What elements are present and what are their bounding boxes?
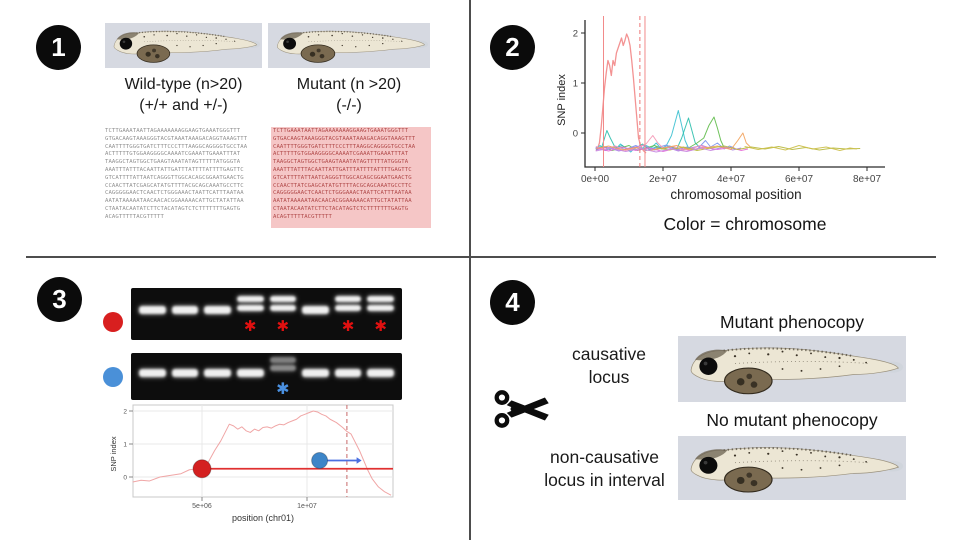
nonphenocopy-fish-image	[678, 436, 906, 500]
gel-bottom-image: ✱	[131, 353, 402, 400]
wildtype-genotype: (+/+ and +/-)	[139, 97, 228, 114]
step-4-badge: 4	[490, 280, 535, 325]
svg-text:1e+07: 1e+07	[297, 503, 317, 510]
wildtype-fish-image	[105, 23, 262, 68]
gel-top-image: ✱ ✱ ✱ ✱	[131, 288, 402, 340]
svg-text:0e+00: 0e+00	[581, 174, 610, 185]
wildtype-label: Wild-type (n>20) (+/+ and +/-)	[93, 74, 274, 116]
band-asterisk: ✱	[374, 317, 387, 335]
gel-lane	[299, 353, 332, 400]
svg-text:4e+07: 4e+07	[717, 174, 746, 185]
gel-lane: ✱	[267, 353, 300, 400]
gel-lane	[169, 288, 202, 340]
mutant-label-line1: Mutant (n >20)	[296, 76, 402, 93]
step-1-badge: 1	[36, 25, 81, 70]
svg-text:chromosomal position: chromosomal position	[670, 187, 801, 202]
mutant-label: Mutant (n >20) (-/-)	[262, 74, 436, 116]
gel-lane: ✱	[234, 288, 267, 340]
svg-text:8e+07: 8e+07	[853, 174, 882, 185]
svg-text:5e+06: 5e+06	[192, 503, 212, 510]
svg-text:0: 0	[573, 129, 578, 140]
svg-text:SNP index: SNP index	[109, 436, 118, 472]
step-2-badge: 2	[490, 25, 535, 70]
svg-text:2: 2	[573, 29, 578, 40]
band-asterisk: ✱	[276, 317, 290, 335]
band-asterisk: ✱	[276, 379, 290, 398]
gel-lane: ✱	[267, 288, 300, 340]
svg-text:0: 0	[123, 475, 127, 482]
gel-lane	[364, 353, 397, 400]
no-mutant-phenocopy-label: No mutant phenocopy	[706, 410, 878, 430]
mutant-fish-image	[268, 23, 430, 68]
svg-text:6e+07: 6e+07	[785, 174, 814, 185]
snp-index-genome-chart: 0e+00 2e+07 4e+07 6e+07 8e+07 0 1 2 chromosomal …	[556, 16, 885, 202]
svg-text:2: 2	[123, 409, 127, 416]
svg-text:1: 1	[573, 79, 578, 90]
gel-lane: ✱	[364, 288, 397, 340]
band-asterisk: ✱	[341, 317, 355, 335]
red-allele-marker	[103, 312, 123, 332]
gel-lane	[136, 288, 169, 340]
gel-lane: ✱	[332, 288, 365, 340]
band-asterisk: ✱	[243, 317, 257, 335]
svg-text:SNP index: SNP index	[556, 74, 568, 126]
color-chromosome-caption: Color = chromosome	[663, 214, 827, 234]
step-3-badge: 3	[37, 277, 82, 322]
gel-lane	[332, 353, 365, 400]
scissors-icon	[494, 390, 549, 428]
phenocopy-fish-image	[678, 336, 906, 402]
svg-text:position (chr01): position (chr01)	[232, 513, 294, 523]
gel-lane	[201, 288, 234, 340]
mutant-genotype: (-/-)	[336, 97, 362, 114]
noncausative-locus-label: non-causative locus in interval	[544, 447, 665, 490]
svg-text:2e+07: 2e+07	[649, 174, 678, 185]
gel-lane	[169, 353, 202, 400]
gel-lane	[299, 288, 332, 340]
gel-lane	[136, 353, 169, 400]
wildtype-label-line1: Wild-type (n>20)	[124, 76, 243, 93]
gel-lane	[201, 353, 234, 400]
mutant-phenocopy-label: Mutant phenocopy	[720, 312, 864, 332]
causative-locus-label: causative locus	[572, 344, 646, 387]
horizontal-divider	[26, 256, 936, 258]
svg-text:1: 1	[123, 442, 127, 449]
vertical-divider	[469, 0, 471, 540]
blue-allele-marker	[103, 367, 123, 387]
gel-lane	[234, 353, 267, 400]
